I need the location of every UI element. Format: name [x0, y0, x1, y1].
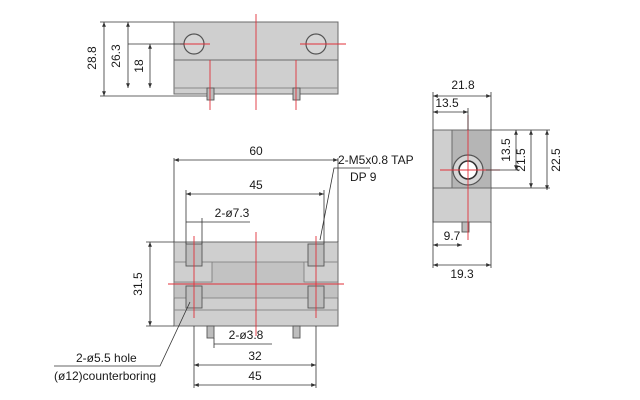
dim-7-3-label: 2-ø7.3	[215, 206, 250, 220]
dim-32-label: 32	[248, 349, 262, 363]
dim-60-label: 60	[249, 144, 263, 158]
tap-callout-leader	[319, 167, 370, 241]
dim-13-5-vertical-label: 13.5	[499, 138, 513, 162]
hole-callout-line2: (ø12)counterboring	[54, 369, 156, 383]
dim-26-3-label: 26.3	[109, 44, 123, 68]
bottom-view	[54, 158, 370, 388]
dim-45-bottom-label: 45	[248, 369, 262, 383]
dim-19-3-label: 19.3	[450, 267, 474, 281]
bottom-view-left-pin	[206, 325, 215, 339]
dim-9-7-label: 9.7	[444, 229, 461, 243]
dim-13-5-horizontal-label: 13.5	[435, 96, 459, 110]
side-view-lower-block	[432, 187, 492, 223]
hole-callout-leader	[54, 301, 191, 367]
side-view	[432, 92, 550, 268]
dim-45-top-label: 45	[249, 178, 263, 192]
dim-22-5-label: 22.5	[549, 148, 563, 172]
front-view-left-pin	[206, 87, 215, 101]
tap-callout-line1: 2-M5x0.8 TAP	[338, 153, 414, 167]
dim-18-label: 18	[132, 59, 146, 73]
dim-31-5-label: 31.5	[131, 272, 145, 296]
tap-callout-line2: DP 9	[350, 170, 377, 184]
dim-28-8-label: 28.8	[85, 46, 99, 70]
front-view	[100, 14, 346, 110]
bottom-view-right-pin	[292, 325, 301, 339]
dim-21-5-label: 21.5	[514, 148, 528, 172]
hole-callout-line1: 2-ø5.5 hole	[76, 351, 137, 365]
dim-21-8-label: 21.8	[451, 78, 475, 92]
side-view-pin	[461, 221, 470, 233]
dim-3-8-label: 2-ø3.8	[229, 328, 264, 342]
front-view-right-pin	[292, 87, 301, 101]
